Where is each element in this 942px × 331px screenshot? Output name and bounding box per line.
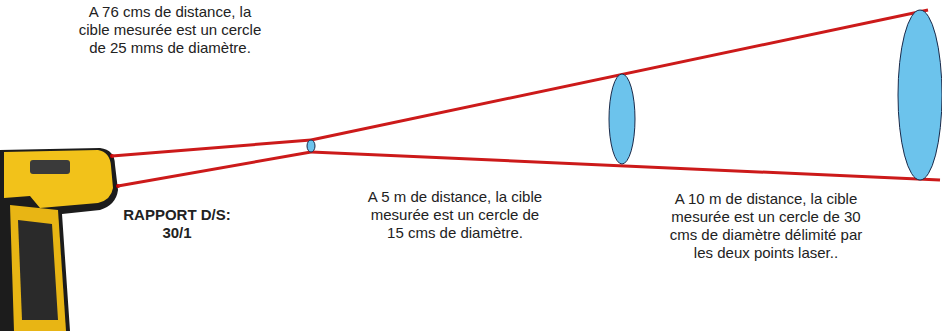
distance-note: A 10 m de distance, la cible mesurée est… [664, 190, 868, 262]
target-circle [307, 10, 942, 180]
distance-note: A 76 cms de distance, la cible mesurée e… [77, 3, 263, 57]
ratio-label: RAPPORT D/S: 30/1 [118, 206, 236, 242]
thermometer-gun [0, 148, 120, 331]
distance-note: A 5 m de distance, la cible mesurée est … [362, 188, 548, 242]
